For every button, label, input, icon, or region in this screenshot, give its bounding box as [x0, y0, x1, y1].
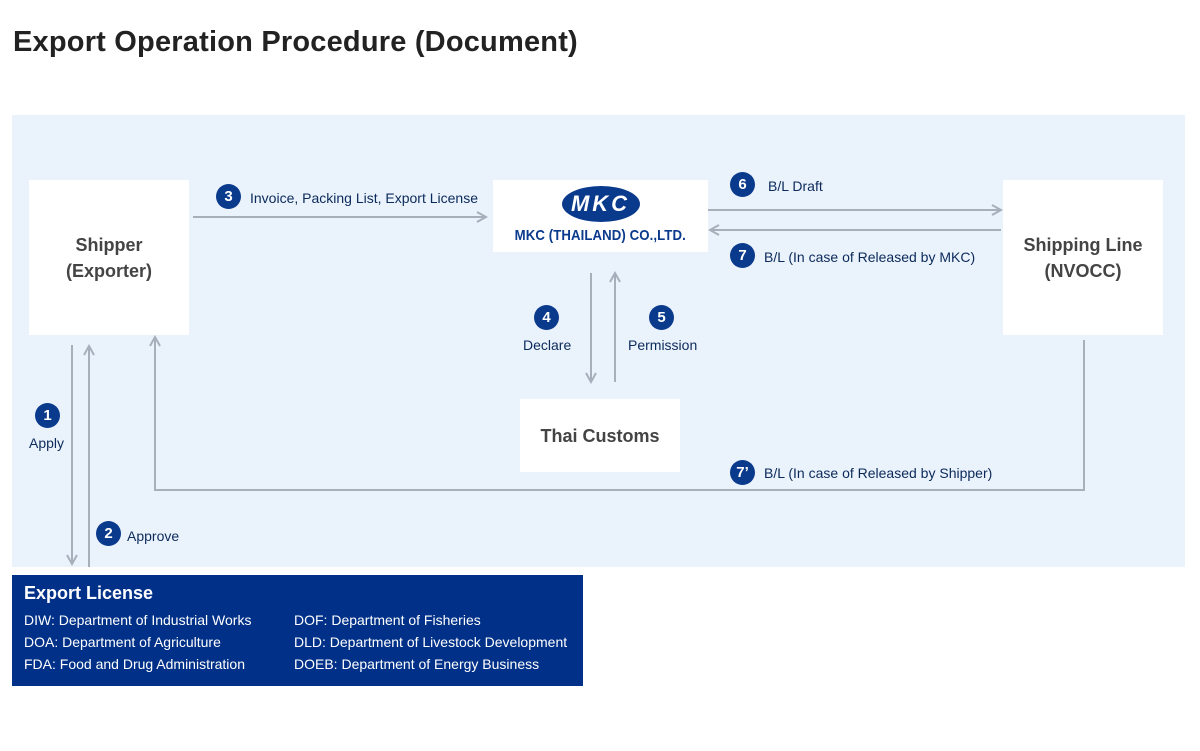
- step-5-badge: 5: [649, 305, 674, 330]
- step-7-badge: 7: [730, 243, 755, 268]
- node-thai-customs: Thai Customs: [520, 399, 680, 472]
- license-item: DLD: Department of Livestock Development: [294, 634, 568, 650]
- step-7-label: B/L (In case of Released by MKC): [764, 249, 976, 265]
- node-mkc: MKC MKC (THAILAND) CO.,LTD.: [493, 180, 708, 252]
- step-5-label: Permission: [628, 337, 698, 353]
- mkc-logo: MKC: [561, 186, 640, 222]
- page-title: Export Operation Procedure (Document): [13, 26, 578, 58]
- mkc-company-name: MKC (THAILAND) CO.,LTD.: [514, 227, 687, 244]
- node-shipper: Shipper (Exporter): [29, 180, 189, 335]
- step-1-badge: 1: [35, 403, 60, 428]
- step-1-label: Apply: [29, 435, 65, 451]
- step-4-badge: 4: [534, 305, 559, 330]
- license-item: FDA: Food and Drug Administration: [24, 656, 245, 672]
- export-license-title: Export License: [24, 583, 154, 603]
- node-shipper-line1: Shipper: [75, 234, 143, 255]
- node-shipping-line-line2: (NVOCC): [1044, 260, 1122, 281]
- step-6-badge: 6: [730, 172, 755, 197]
- step-2-badge: 2: [96, 521, 121, 546]
- step-3-label: Invoice, Packing List, Export License: [250, 190, 479, 206]
- export-license-left-column: DIW: Department of Industrial Works DOA:…: [24, 609, 251, 675]
- license-item: DOA: Department of Agriculture: [24, 634, 221, 650]
- license-item: DOF: Department of Fisheries: [294, 612, 481, 628]
- arrow-bl-shipper: [155, 337, 1085, 491]
- step-7-prime-badge: 7’: [730, 460, 755, 485]
- export-license-right-column: DOF: Department of Fisheries DLD: Depart…: [294, 609, 567, 675]
- step-3-badge: 3: [216, 184, 241, 209]
- node-shipping-line: Shipping Line (NVOCC): [1003, 180, 1163, 335]
- license-item: DIW: Department of Industrial Works: [24, 612, 252, 628]
- node-shipper-line2: (Exporter): [65, 260, 152, 281]
- node-thai-customs-label: Thai Customs: [540, 425, 660, 446]
- step-4-label: Declare: [523, 337, 572, 353]
- license-item: DOEB: Department of Energy Business: [294, 656, 540, 672]
- step-7-prime-label: B/L (In case of Released by Shipper): [764, 465, 993, 481]
- node-shipping-line-line1: Shipping Line: [1023, 234, 1143, 255]
- step-6-label: B/L Draft: [768, 178, 823, 194]
- step-2-label: Approve: [127, 528, 180, 544]
- export-license-panel: Export License DIW: Department of Indust…: [12, 575, 583, 686]
